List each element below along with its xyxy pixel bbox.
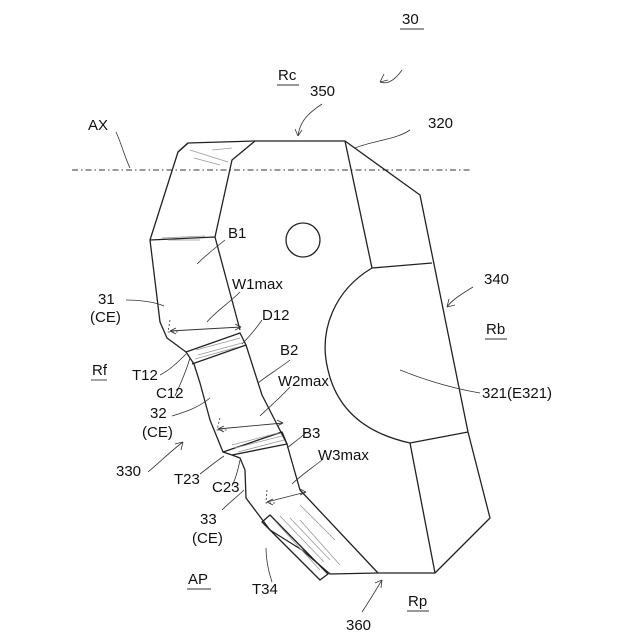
label-b2: B2 xyxy=(280,342,298,359)
label-t34: T34 xyxy=(252,581,278,598)
label-c12: C12 xyxy=(156,385,184,402)
hole xyxy=(286,223,320,257)
label-30: 30 xyxy=(402,11,419,28)
w3max-dim xyxy=(266,489,306,505)
label-ce-31: (CE) xyxy=(90,309,121,326)
label-ce-32: (CE) xyxy=(142,424,173,441)
label-350: 350 xyxy=(310,83,335,100)
label-rc: Rc xyxy=(278,67,297,84)
face-321 xyxy=(325,268,410,443)
label-340: 340 xyxy=(484,271,509,288)
label-ce-33: (CE) xyxy=(192,530,223,547)
label-b1: B1 xyxy=(228,225,246,242)
label-ap: AP xyxy=(188,571,208,588)
label-w1max: W1max xyxy=(232,276,283,293)
label-31: 31 xyxy=(98,291,115,308)
lower-face-edge xyxy=(410,443,435,573)
label-w3max: W3max xyxy=(318,447,369,464)
face-320-edge xyxy=(345,141,432,268)
w1max-dim xyxy=(168,320,241,334)
step-t12 xyxy=(186,333,246,364)
label-321: 321(E321) xyxy=(482,385,552,402)
label-c23: C23 xyxy=(212,479,240,496)
label-ax: AX xyxy=(88,117,108,134)
label-rb: Rb xyxy=(486,321,505,338)
label-rp: Rp xyxy=(408,593,427,610)
label-360: 360 xyxy=(346,617,371,634)
label-t23: T23 xyxy=(174,471,200,488)
label-t12: T12 xyxy=(132,367,158,384)
step-t23 xyxy=(223,432,287,455)
label-320: 320 xyxy=(428,115,453,132)
b1-boundary xyxy=(150,237,215,240)
label-d12: D12 xyxy=(262,307,290,324)
label-rf: Rf xyxy=(92,362,108,379)
label-w2max: W2max xyxy=(278,373,329,390)
top-bevel-edge xyxy=(178,143,188,152)
label-330: 330 xyxy=(116,463,141,480)
label-33: 33 xyxy=(200,511,217,528)
lower-face-top xyxy=(410,432,468,443)
edge-b2 xyxy=(246,345,287,444)
label-32: 32 xyxy=(150,405,167,422)
label-b3: B3 xyxy=(302,425,320,442)
w2max-dim xyxy=(217,418,283,432)
